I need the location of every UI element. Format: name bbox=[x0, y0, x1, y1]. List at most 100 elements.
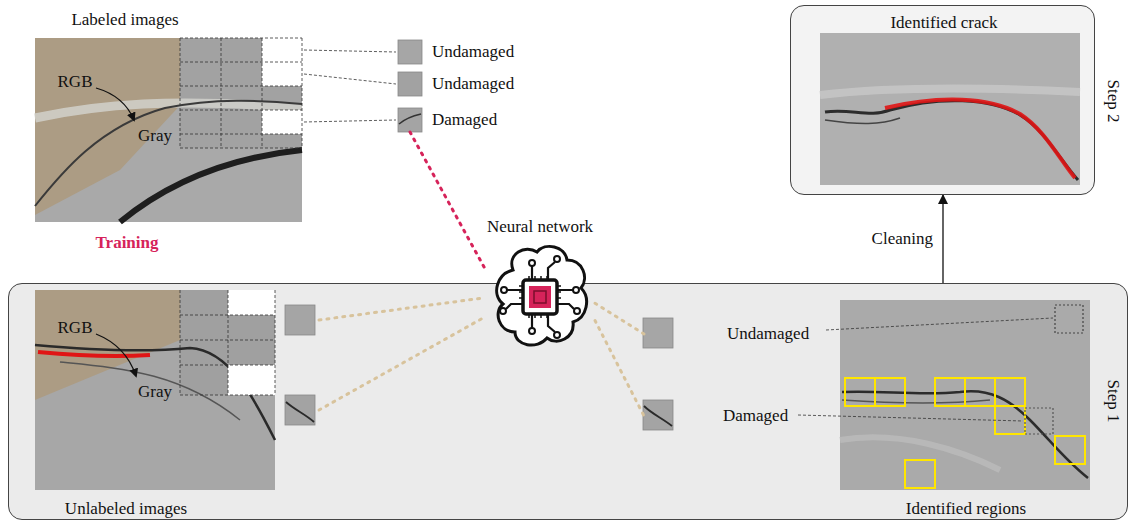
identified-crack-photo bbox=[825, 101, 1078, 180]
unlabeled-crack-photo bbox=[35, 345, 275, 440]
color-label: RGB bbox=[58, 72, 93, 92]
identified-regions-photo bbox=[840, 300, 1090, 490]
network-label: Neural network bbox=[487, 217, 593, 237]
identified-regions-photo bbox=[1055, 436, 1085, 464]
input-patch-art bbox=[286, 402, 314, 422]
identified-regions-photo bbox=[845, 378, 875, 406]
output-patch-art bbox=[644, 406, 672, 426]
neural-network-chip bbox=[554, 256, 560, 262]
neural-network-chip bbox=[529, 260, 535, 266]
image-title: Labeled images bbox=[71, 10, 178, 30]
unlabeled-crack-photo bbox=[60, 362, 240, 420]
neural-network-chip bbox=[529, 328, 535, 334]
identified-crack-photo bbox=[825, 118, 900, 124]
labeled-crack-photo bbox=[262, 38, 302, 62]
prediction-link bbox=[595, 321, 644, 417]
unlabeled-crack-photo bbox=[35, 290, 275, 490]
labeled-crack-photo bbox=[262, 110, 302, 134]
identified-regions-photo bbox=[1025, 408, 1053, 434]
identified-regions-photo bbox=[965, 378, 995, 406]
labeled-crack-photo bbox=[35, 38, 302, 222]
neural-network-chip bbox=[497, 246, 587, 345]
image-patch: Damaged bbox=[644, 401, 674, 431]
color-label: Gray bbox=[138, 382, 172, 402]
identified-crack-photo bbox=[820, 33, 1080, 185]
unlabeled-crack-photo bbox=[228, 290, 275, 315]
neural-network-chip bbox=[519, 276, 561, 318]
identified-regions-photo bbox=[842, 400, 990, 403]
identified-regions-photo bbox=[905, 460, 935, 488]
input-feed-line bbox=[319, 298, 483, 410]
neural-network-chip bbox=[523, 280, 557, 314]
stage-label: Training bbox=[96, 233, 159, 253]
step-label: Step 2 bbox=[1103, 80, 1123, 123]
labeled-crack-photo bbox=[35, 38, 185, 215]
prediction-link bbox=[595, 303, 644, 334]
identified-regions-photo bbox=[1055, 305, 1083, 333]
leader-line bbox=[304, 50, 396, 122]
neural-network-chip bbox=[485, 240, 595, 355]
labeled-crack-photo bbox=[262, 62, 302, 86]
training-link bbox=[410, 132, 485, 269]
image-title: Unlabeled images bbox=[65, 499, 187, 519]
input-feed-line bbox=[319, 298, 483, 410]
leader-line bbox=[798, 318, 1053, 421]
labeled-crack-photo bbox=[120, 150, 302, 222]
image-patch: Undamaged bbox=[398, 40, 422, 64]
leader-line bbox=[798, 318, 1053, 421]
identified-regions-photo bbox=[845, 378, 1085, 488]
color-label: RGB bbox=[58, 318, 93, 338]
class-label: Damaged bbox=[723, 406, 788, 426]
input-patch-art bbox=[285, 305, 315, 425]
image-patch-art bbox=[399, 114, 421, 124]
unlabeled-crack-photo bbox=[180, 290, 275, 395]
identified-regions-photo bbox=[995, 378, 1025, 406]
step-label: Step 1 bbox=[1103, 380, 1123, 423]
unlabeled-crack-photo bbox=[35, 290, 275, 490]
class-label: Damaged bbox=[432, 110, 497, 130]
identified-regions-image: Identified regions bbox=[841, 301, 1091, 491]
unlabeled-crack-photo bbox=[228, 365, 275, 395]
identified-regions-photo bbox=[935, 378, 965, 406]
unlabeled-crack-photo bbox=[96, 334, 136, 376]
class-label: Undamaged bbox=[432, 74, 514, 94]
image-patch-art bbox=[398, 72, 422, 96]
neural-network-chip bbox=[500, 308, 506, 314]
identified-crack-photo bbox=[820, 88, 1080, 95]
labeled-crack-photo bbox=[96, 88, 134, 120]
labeled-crack-photo bbox=[180, 38, 302, 148]
panel-fill bbox=[790, 5, 1095, 195]
image-title: Identified regions bbox=[906, 499, 1026, 519]
identified-crack-photo bbox=[820, 33, 1080, 185]
image-patch: Undamaged bbox=[398, 72, 422, 96]
panel-fill bbox=[8, 5, 1128, 520]
class-label: Undamaged bbox=[432, 42, 514, 62]
input-patch-art bbox=[285, 395, 315, 425]
panel-title: Identified crack bbox=[890, 13, 997, 33]
neural-network-chip bbox=[500, 256, 580, 338]
neural-network-chip bbox=[554, 332, 560, 338]
output-patch-art bbox=[643, 318, 673, 348]
edge-label: Cleaning bbox=[869, 229, 936, 249]
labeled-crack-photo bbox=[35, 38, 302, 222]
neural-network-chip bbox=[529, 286, 551, 308]
flow-arrow bbox=[942, 195, 943, 283]
step-panel: Identified crackStep 2 bbox=[790, 5, 1095, 195]
image-patch-art bbox=[398, 108, 422, 132]
image-patch: Undamaged bbox=[644, 319, 674, 349]
class-label: Undamaged bbox=[727, 324, 809, 344]
labeled-crack-photo bbox=[180, 38, 302, 148]
neural-network-chip bbox=[534, 291, 546, 303]
unlabeled-crack-photo bbox=[180, 290, 275, 395]
input-patch-art bbox=[285, 305, 315, 335]
neural-network-chip bbox=[574, 308, 580, 314]
identified-regions-photo bbox=[840, 300, 1090, 490]
image-patch: Damaged bbox=[398, 108, 422, 132]
output-patch-art bbox=[643, 318, 673, 430]
leader-line bbox=[304, 50, 396, 122]
identified-regions-photo bbox=[875, 378, 905, 406]
identified-regions-photo bbox=[840, 437, 1000, 470]
image-patch-art bbox=[398, 40, 422, 64]
output-patch-art bbox=[643, 400, 673, 430]
